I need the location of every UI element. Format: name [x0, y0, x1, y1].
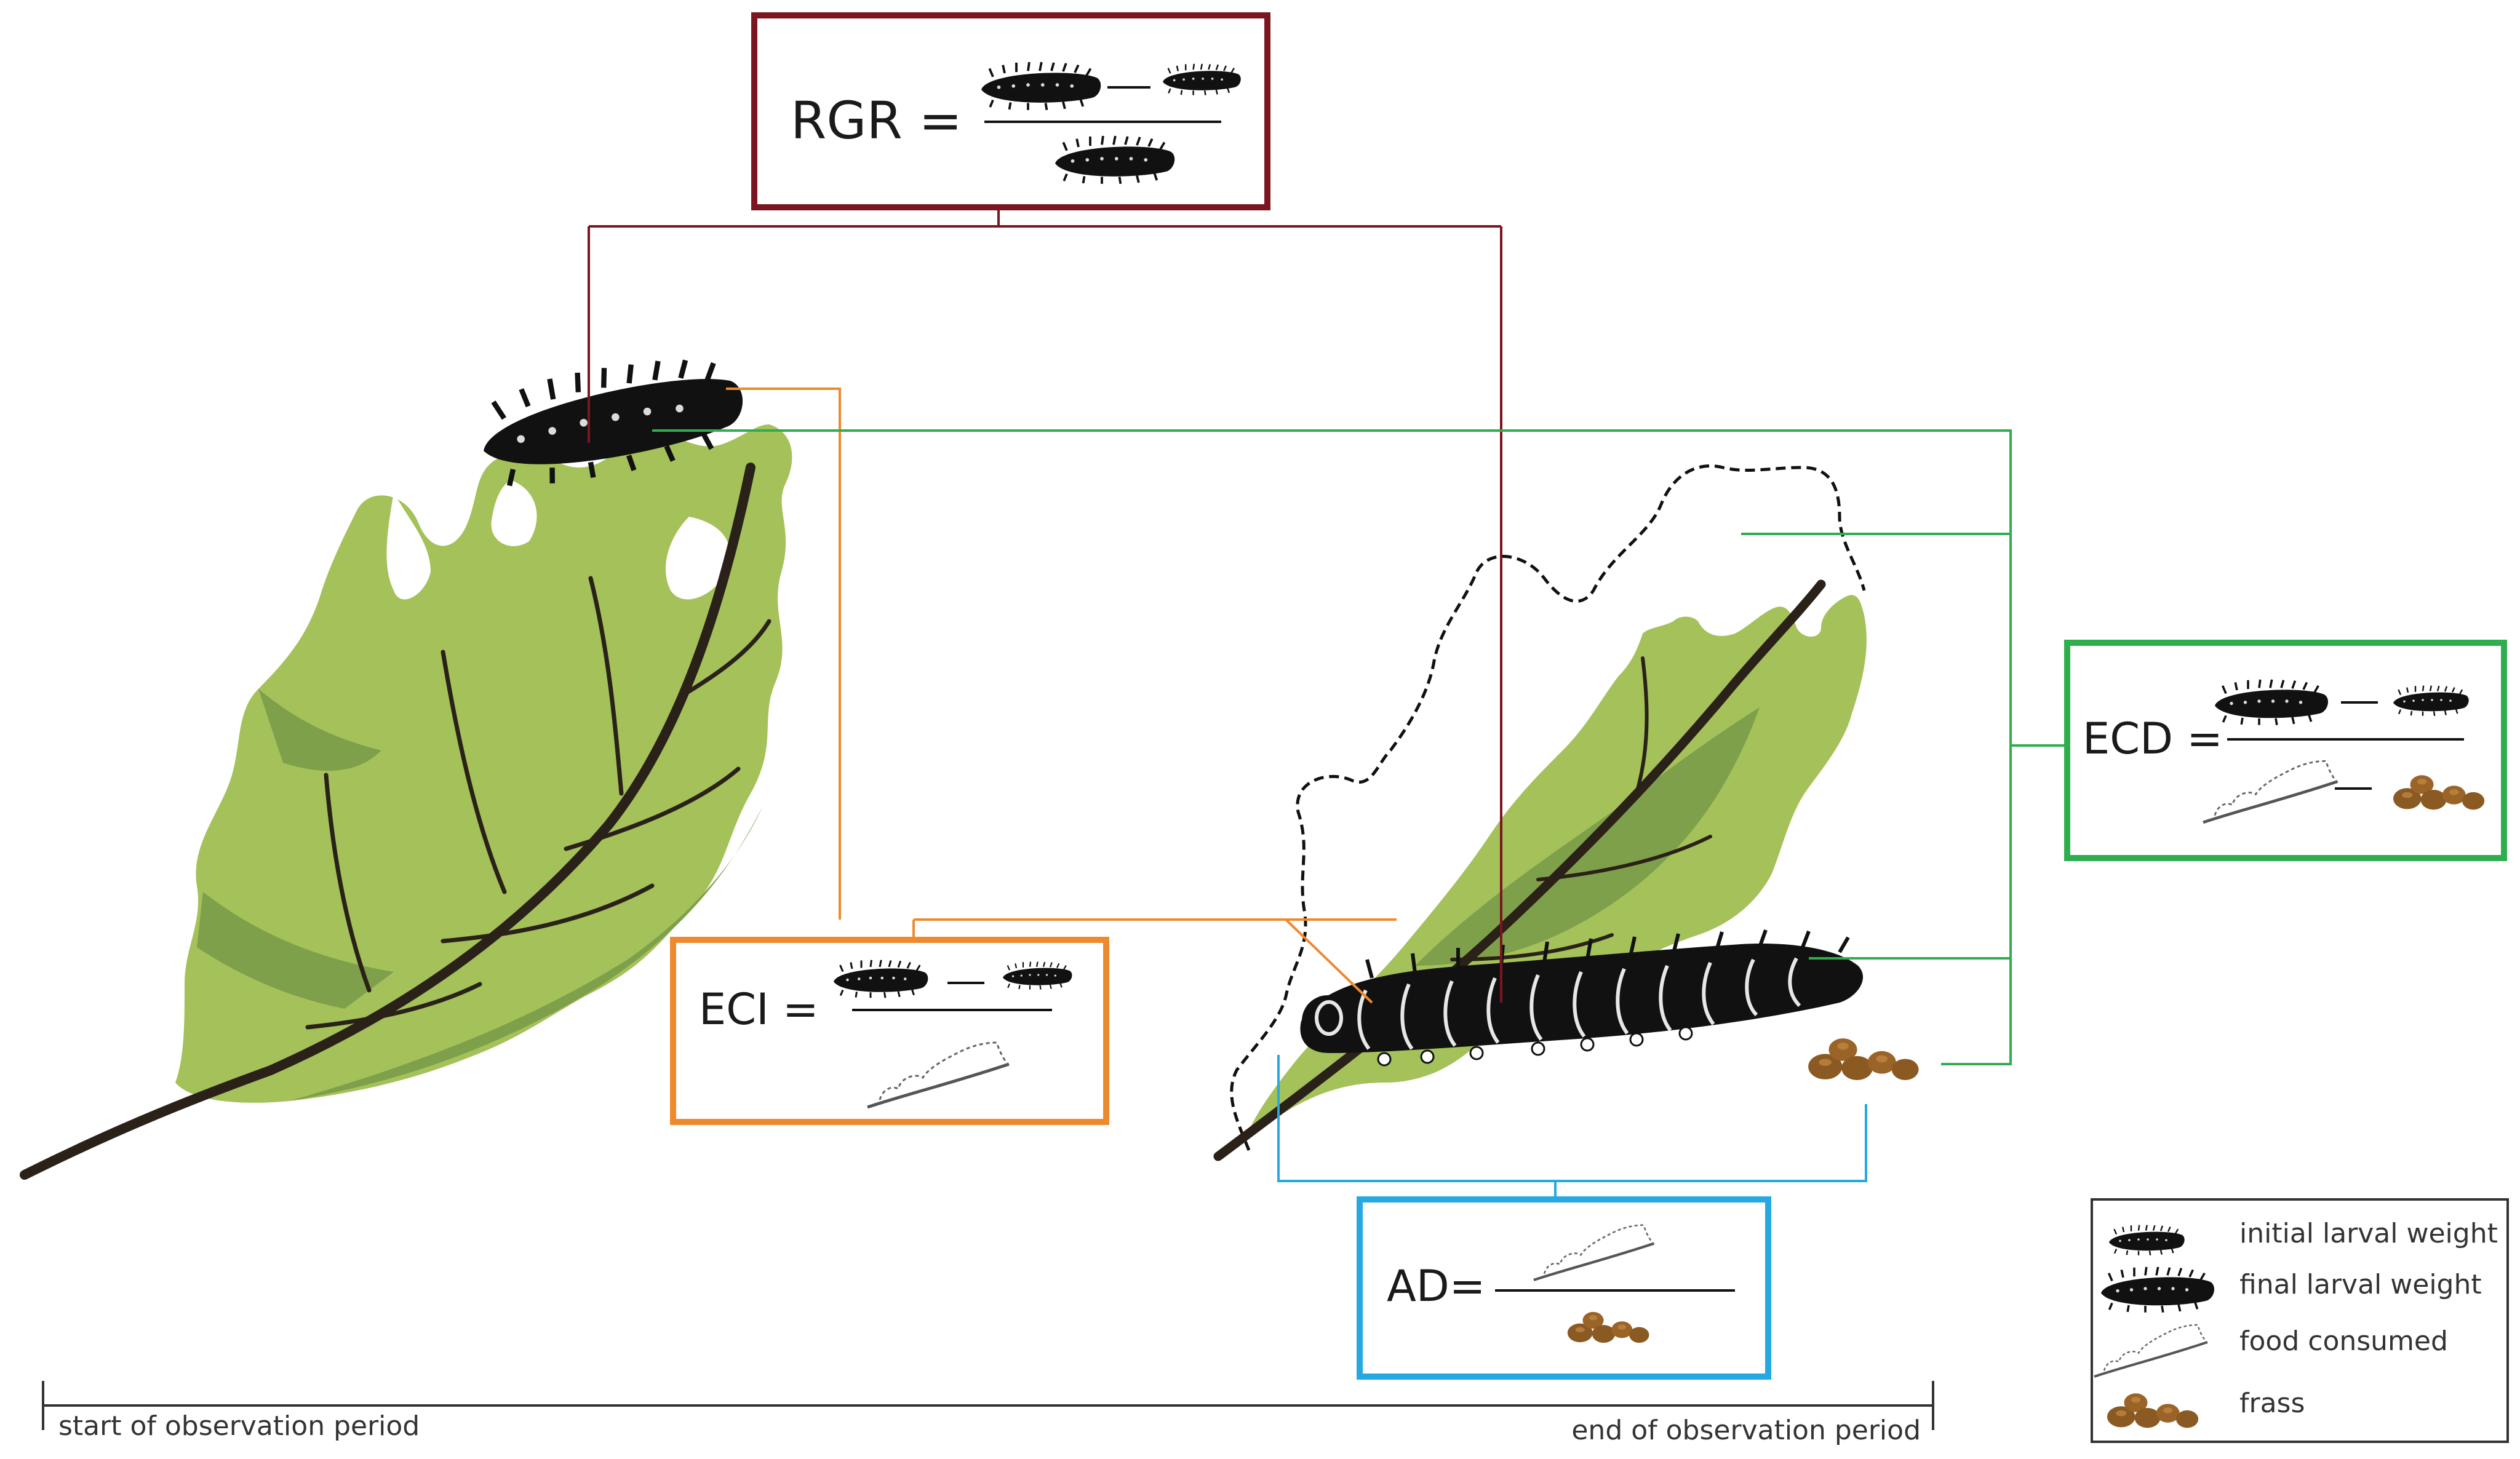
- ecd-connectors: [652, 429, 2067, 1065]
- produced-frass: [1808, 1038, 1919, 1080]
- observation-timeline: start of observation period end of obser…: [42, 1381, 1934, 1446]
- legend-label: final larval weight: [2239, 1269, 2482, 1300]
- eci-connectors: [726, 388, 1397, 1004]
- final-larva: [1300, 929, 1864, 1067]
- rgr-connectors: [588, 209, 1502, 1003]
- rgr-label: RGR =: [791, 90, 962, 151]
- consumed-leaf-outline: [1230, 464, 1866, 1151]
- timeline-end-label: end of observation period: [1571, 1415, 1921, 1446]
- timeline-start-label: start of observation period: [58, 1410, 420, 1442]
- ecd-formula-box: ECD =: [2064, 640, 2507, 861]
- legend-label: frass: [2239, 1388, 2305, 1419]
- eci-formula-box: ECI =: [670, 937, 1109, 1125]
- legend: initial larval weight final larval weigh…: [2091, 1198, 2509, 1443]
- ad-label: AD=: [1387, 1261, 1485, 1311]
- legend-label: initial larval weight: [2239, 1218, 2498, 1249]
- rgr-formula-box: RGR =: [751, 12, 1270, 210]
- initial-oak-leaf: [20, 424, 792, 1180]
- legend-label: food consumed: [2239, 1326, 2448, 1357]
- ecd-label: ECD =: [2083, 714, 2223, 764]
- final-oak-leaf: [1213, 579, 1867, 1161]
- ad-formula-box: AD=: [1357, 1196, 1771, 1380]
- eci-label: ECI =: [699, 984, 819, 1035]
